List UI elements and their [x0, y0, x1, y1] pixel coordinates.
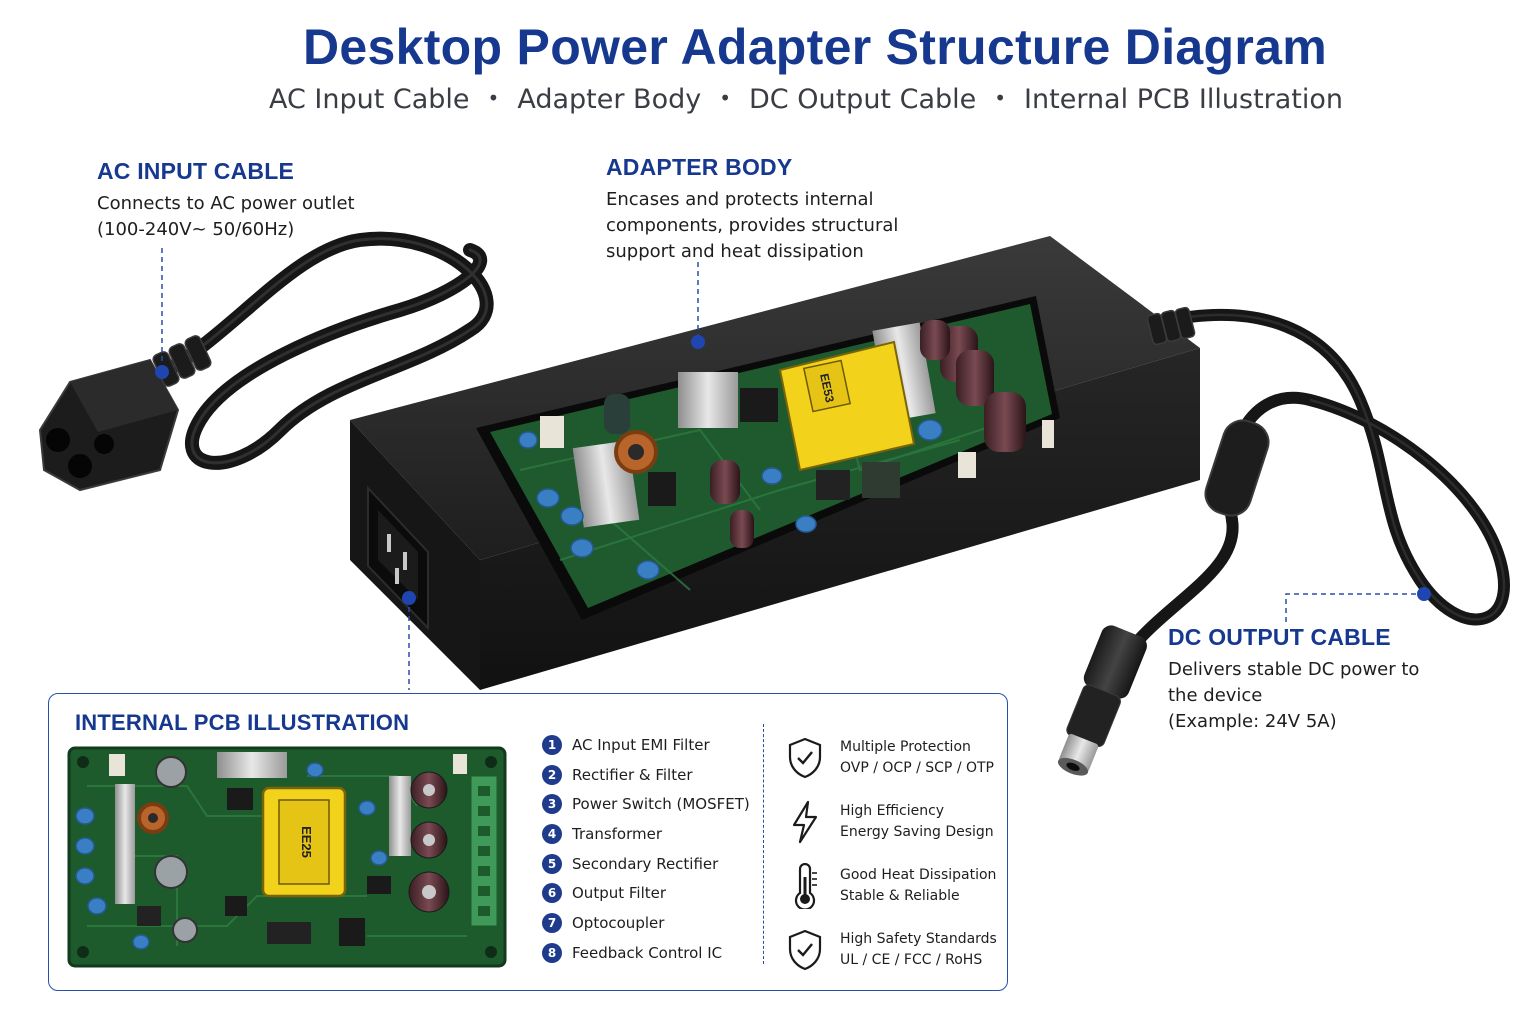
- component-number: 2: [542, 764, 562, 785]
- callout-line: support and heat dissipation: [606, 241, 864, 262]
- thermometer-icon: [787, 863, 823, 909]
- pcb-illustration: EE25: [67, 746, 507, 968]
- callout-adapter-body: ADAPTER BODY Encases and protects intern…: [606, 154, 898, 265]
- feature-detail: Stable & Reliable: [840, 888, 960, 904]
- component-label: Secondary Rectifier: [572, 854, 719, 873]
- feature-detail: Energy Saving Design: [840, 824, 994, 840]
- feature-item: High Safety Standards UL / CE / FCC / Ro…: [787, 918, 997, 982]
- feature-title: Good Heat Dissipation: [840, 867, 997, 883]
- feature-detail: OVP / OCP / SCP / OTP: [840, 760, 994, 776]
- body-pcb-components: [518, 320, 1054, 580]
- feature-title: Multiple Protection: [840, 739, 971, 755]
- component-number: 5: [542, 853, 562, 874]
- callout-line: the device: [1168, 685, 1263, 706]
- callout-line: Delivers stable DC power to: [1168, 659, 1420, 680]
- callout-heading: AC INPUT CABLE: [97, 158, 295, 184]
- component-label: Rectifier & Filter: [572, 765, 693, 784]
- component-item: 7 Optocoupler: [542, 908, 750, 938]
- feature-item: Multiple Protection OVP / OCP / SCP / OT…: [787, 726, 997, 790]
- page-title: Desktop Power Adapter Structure Diagram: [303, 19, 1327, 75]
- component-item: 5 Secondary Rectifier: [542, 849, 750, 879]
- feature-list: Multiple Protection OVP / OCP / SCP / OT…: [787, 726, 997, 982]
- subtitle-separator: •: [487, 86, 500, 110]
- ac-input-cable: [38, 231, 494, 492]
- component-list: 1 AC Input EMI Filter 2 Rectifier & Filt…: [542, 730, 750, 968]
- component-label: AC Input EMI Filter: [572, 735, 710, 754]
- component-number: 4: [542, 823, 562, 844]
- callout-line: components, provides structural: [606, 215, 899, 236]
- adapter-body: EE53: [350, 236, 1200, 690]
- component-number: 6: [542, 883, 562, 904]
- subtitle-item-adapter-body: Adapter Body: [517, 84, 702, 115]
- component-item: 6 Output Filter: [542, 878, 750, 908]
- component-label: Optocoupler: [572, 913, 665, 932]
- subtitle-item-ac-input: AC Input Cable: [268, 84, 470, 115]
- callout-heading: ADAPTER BODY: [606, 154, 793, 180]
- component-number: 3: [542, 794, 562, 815]
- body-transformer-marking: EE53: [817, 372, 837, 404]
- dc-output-cable: [1057, 309, 1510, 776]
- feature-item: High Efficiency Energy Saving Design: [787, 790, 997, 854]
- callout-ac-input: AC INPUT CABLE Connects to AC power outl…: [97, 158, 355, 243]
- component-item: 4 Transformer: [542, 819, 750, 849]
- pcb-transformer: EE25: [261, 786, 347, 898]
- component-number: 7: [542, 912, 562, 933]
- lightning-bolt-icon: [787, 800, 823, 844]
- callout-heading: DC OUTPUT CABLE: [1168, 624, 1391, 650]
- subtitle-separator: •: [994, 86, 1007, 110]
- feature-title: High Efficiency: [840, 803, 945, 819]
- feature-detail: UL / CE / FCC / RoHS: [840, 952, 983, 968]
- callout-line: Encases and protects internal: [606, 189, 874, 210]
- pcb-panel: INTERNAL PCB ILLUSTRATION: [48, 693, 1008, 991]
- shield-check-icon: [787, 736, 823, 780]
- component-label: Transformer: [572, 824, 663, 843]
- component-number: 1: [542, 734, 562, 755]
- feature-item: Good Heat Dissipation Stable & Reliable: [787, 854, 997, 918]
- component-item: 3 Power Switch (MOSFET): [542, 789, 750, 819]
- pcb-panel-heading: INTERNAL PCB ILLUSTRATION: [75, 710, 410, 735]
- pcb-transformer-marking: EE25: [299, 826, 314, 858]
- component-label: Feedback Control IC: [572, 943, 723, 962]
- component-item: 2 Rectifier & Filter: [542, 760, 750, 790]
- subtitle-item-dc-output: DC Output Cable: [749, 84, 977, 115]
- callout-dc-output: DC OUTPUT CABLE Delivers stable DC power…: [1168, 624, 1419, 735]
- callout-line: (100-240V~ 50/60Hz): [97, 219, 295, 240]
- subtitle: AC Input Cable • Adapter Body • DC Output Ca…: [0, 84, 1536, 115]
- component-label: Power Switch (MOSFET): [572, 795, 750, 814]
- feature-title: High Safety Standards: [840, 931, 997, 947]
- body-transformer: EE53: [778, 340, 916, 472]
- shield-check-icon: [787, 928, 823, 972]
- ac-connector: [38, 358, 180, 492]
- subtitle-item-pcb: Internal PCB Illustration: [1024, 84, 1344, 115]
- component-label: Output Filter: [572, 884, 667, 903]
- component-item: 1 AC Input EMI Filter: [542, 730, 750, 760]
- callout-line: (Example: 24V 5A): [1168, 711, 1337, 732]
- callout-line: Connects to AC power outlet: [97, 193, 355, 214]
- panel-divider: [763, 724, 764, 964]
- subtitle-separator: •: [719, 86, 731, 110]
- component-item: 8 Feedback Control IC: [542, 938, 750, 968]
- component-number: 8: [542, 942, 562, 963]
